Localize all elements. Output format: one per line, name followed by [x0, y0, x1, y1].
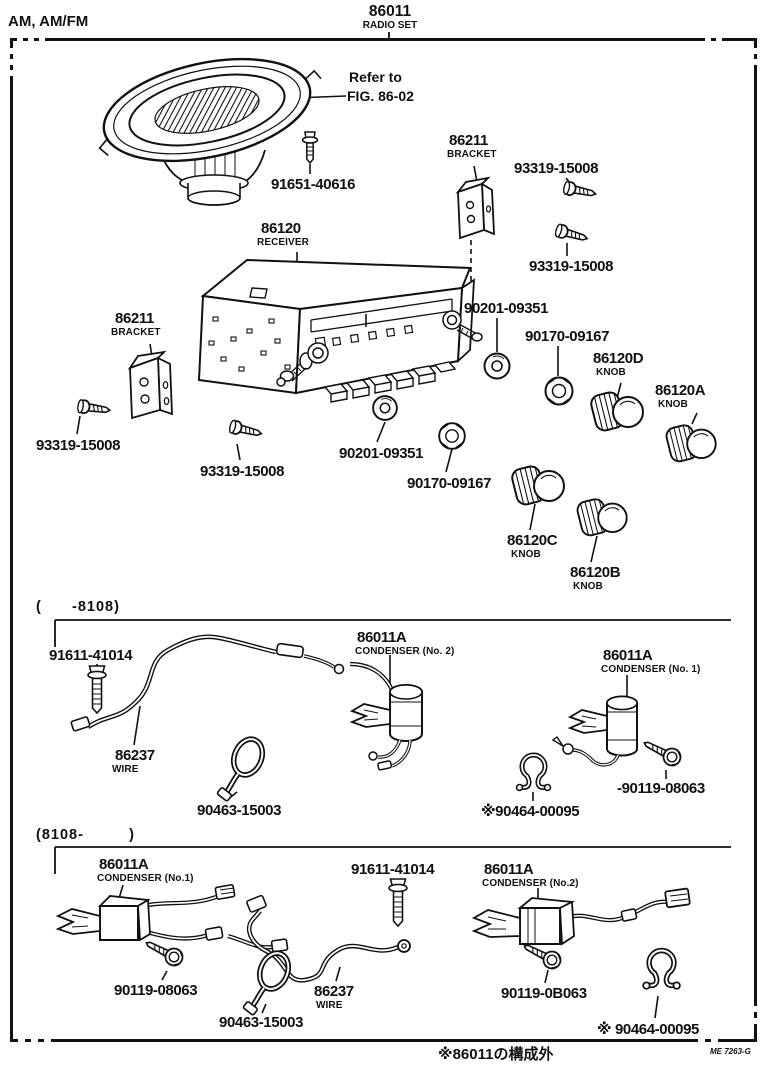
condenser2-early-drawing: [349, 661, 423, 771]
doc-code: ME 7263-G: [710, 1047, 751, 1056]
section-late-rule: [54, 846, 731, 874]
label-condenser2-late-name: CONDENSER (No.2): [482, 878, 579, 889]
refer-note-line2: FIG. 86-02: [347, 88, 414, 104]
speaker-bolt-drawing: [301, 131, 319, 165]
knob-d-drawing: [588, 389, 644, 434]
label-screw-left-outer: 93319-15008: [36, 437, 121, 454]
nut-lower-drawing: [438, 422, 466, 450]
knob-a-drawing: [663, 422, 717, 465]
screw-left-outer-drawing: [76, 398, 112, 418]
condenser2-late-drawing: [471, 887, 691, 946]
washer-lower-drawing: [372, 395, 398, 421]
clip-early-drawing: [517, 755, 551, 790]
label-knob-b-no: 86120B: [570, 564, 621, 581]
washer-upper-drawing: [483, 352, 511, 380]
assembly-name: RADIO SET: [362, 20, 418, 31]
label-knob-b-name: KNOB: [573, 581, 603, 592]
receiver-drawing: [197, 258, 483, 403]
assembly-number: 86011: [368, 3, 412, 20]
label-clip-early: ※90464-00095: [481, 803, 580, 820]
label-bolt-early: 91611-41014: [49, 647, 133, 664]
label-nut-upper: 90170-09167: [525, 328, 610, 345]
label-receiver-no: 86120: [261, 220, 301, 237]
label-screw-early: -90119-08063: [617, 780, 705, 797]
clamp-late-drawing: [243, 949, 294, 1016]
section-late-range: (8108- ): [36, 827, 135, 843]
label-bracket-left-name: BRACKET: [111, 327, 161, 338]
wire-late-drawing: [246, 894, 411, 983]
label-wire-early-name: WIRE: [112, 764, 139, 775]
speaker-drawing: [98, 57, 322, 206]
footer-note: ※86011の構成外: [438, 1046, 554, 1063]
label-screw-left-inner: 93319-15008: [200, 463, 285, 480]
label-screw-right-upper: 93319-15008: [514, 160, 599, 177]
screw-early-drawing: [639, 734, 685, 770]
screw-left-inner-drawing: [227, 418, 264, 442]
label-screw-right-lower: 93319-15008: [529, 258, 614, 275]
bracket-right-drawing: [455, 176, 495, 240]
section-early-rule: [54, 619, 731, 647]
condenser1-early-drawing: [551, 695, 638, 767]
label-clip-late: ※ 90464-00095: [597, 1021, 699, 1038]
label-condenser1-early-no: 86011A: [603, 647, 653, 664]
label-condenser2-early-no: 86011A: [357, 629, 407, 646]
label-knob-a-no: 86120A: [655, 382, 706, 399]
label-bracket-left-no: 86211: [115, 310, 154, 327]
knob-b-drawing: [574, 496, 628, 539]
system-label: AM, AM/FM: [8, 13, 89, 30]
label-knob-a-name: KNOB: [658, 399, 688, 410]
section-early-range: ( -8108): [36, 599, 120, 615]
label-nut-lower: 90170-09167: [407, 475, 492, 492]
clip-late-drawing: [643, 950, 680, 988]
label-bracket-right-name: BRACKET: [447, 149, 497, 160]
bracket-left-drawing: [127, 350, 173, 420]
knob-c-drawing: [509, 463, 565, 508]
label-wire-late-name: WIRE: [316, 1000, 343, 1011]
label-clamp-late: 90463-15003: [219, 1014, 304, 1031]
bolt-early-drawing: [87, 665, 107, 714]
label-screw-late-left: 90119-08063: [114, 982, 198, 999]
label-knob-d-no: 86120D: [593, 350, 644, 367]
screw-right-upper-drawing: [561, 180, 598, 202]
label-condenser1-late-no: 86011A: [99, 856, 149, 873]
label-knob-c-no: 86120C: [507, 532, 558, 549]
condenser1-late-drawing: [55, 884, 289, 953]
label-condenser1-early-name: CONDENSER (No. 1): [601, 664, 701, 675]
border-box: [8, 36, 758, 1043]
bolt-late-drawing: [388, 878, 408, 927]
clamp-early-drawing: [217, 735, 268, 802]
label-bracket-right-no: 86211: [449, 132, 488, 149]
label-wire-early-no: 86237: [115, 747, 155, 764]
screw-right-lower-drawing: [553, 222, 590, 246]
refer-note-line1: Refer to: [349, 69, 402, 85]
label-condenser2-early-name: CONDENSER (No. 2): [355, 646, 455, 657]
label-receiver-name: RECEIVER: [257, 237, 309, 248]
label-clamp-early: 90463-15003: [197, 802, 282, 819]
label-knob-d-name: KNOB: [596, 367, 626, 378]
label-washer-upper: 90201-09351: [464, 300, 549, 317]
label-condenser2-late-no: 86011A: [484, 861, 534, 878]
label-bolt-late: 91611-41014: [351, 861, 435, 878]
label-wire-late-no: 86237: [314, 983, 354, 1000]
label-speaker-bolt: 91651-40616: [271, 176, 356, 193]
wire-early-drawing: [70, 634, 345, 732]
label-condenser1-late-name: CONDENSER (No.1): [97, 873, 194, 884]
label-screw-late-right: 90119-0B063: [501, 985, 587, 1002]
label-washer-lower: 90201-09351: [339, 445, 424, 462]
label-knob-c-name: KNOB: [511, 549, 541, 560]
nut-upper-drawing: [544, 376, 574, 406]
